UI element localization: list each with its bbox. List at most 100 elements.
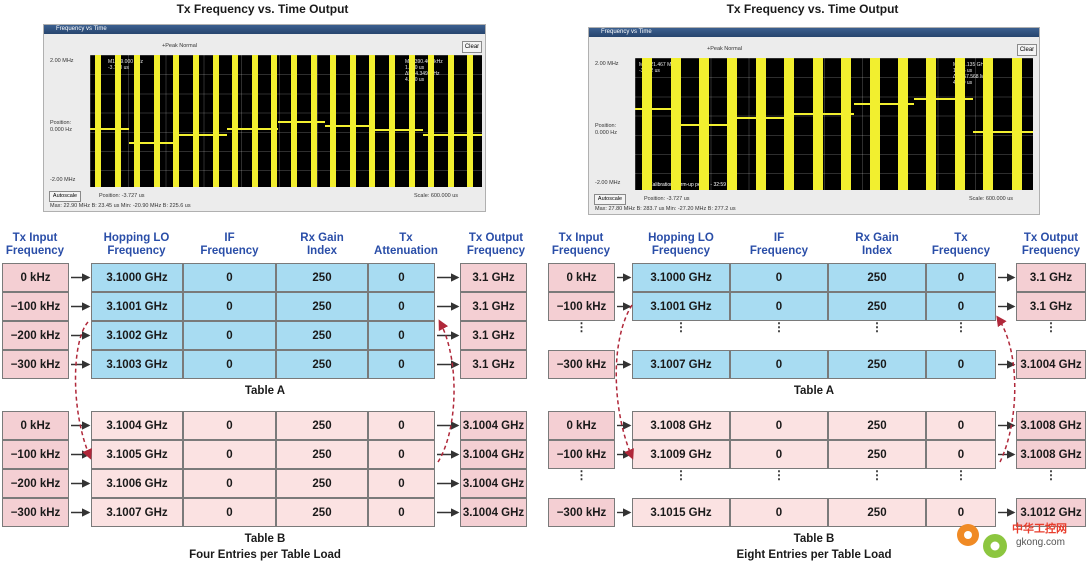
right-trace-level-segment: [674, 124, 735, 126]
right-table-a-row1-col1: 3.1001 GHz: [632, 292, 730, 321]
left-trace-hop-burst: [428, 55, 435, 187]
right-table-b-row0-col4: 0: [926, 411, 996, 440]
right-header-hopping-lo: Hopping LO Frequency: [648, 232, 714, 257]
right-header-tx-input: Tx Input Frequency: [551, 232, 611, 257]
left-table-b-row1-col1: 3.1005 GHz: [91, 440, 183, 469]
right-table-a-ellipsis-col5: ⋮: [1045, 320, 1057, 334]
right-table-b-row0-col1: 3.1008 GHz: [632, 411, 730, 440]
left-trigger-label: +Peak Normal: [162, 43, 198, 49]
right-trace-hop-burst: [784, 58, 795, 190]
right-table-a-row1-col2: 0: [730, 292, 828, 321]
left-table-a-row0-col3: 250: [276, 263, 368, 292]
left-table-a-row2-col1: 3.1002 GHz: [91, 321, 183, 350]
left-table-a-row0-col2: 0: [183, 263, 276, 292]
right-trace-level-segment: [853, 102, 914, 105]
left-table-b-row3-col3: 250: [276, 498, 368, 527]
left-table-b-row3-col2: 0: [183, 498, 276, 527]
left-scope-window: Frequency vs Time +Peak Normal Clear 2.0…: [43, 24, 486, 212]
right-table-b-row2-col0: −300 kHz: [548, 498, 615, 527]
right-table-a-ellipsis-col0: ⋮: [575, 320, 588, 334]
left-scope-titlebar: Frequency vs Time: [44, 25, 485, 34]
left-trace-level-segment: [90, 127, 130, 130]
right-table-a-ellipsis-col4: ⋮: [955, 320, 967, 334]
left-table-b-row0-col3: 250: [276, 411, 368, 440]
left-table-b-caption: Table B: [244, 533, 286, 545]
right-table-b-row2-col5: 3.1012 GHz: [1016, 498, 1086, 527]
left-table-b-row2-col1: 3.1006 GHz: [91, 469, 183, 498]
left-trace-hop-burst: [447, 55, 454, 187]
left-trace-level-segment: [325, 124, 373, 127]
left-header-rx-gain: Rx Gain Index: [300, 232, 344, 257]
right-scope-window: Frequency vs Time +Peak Normal Clear 2.0…: [588, 27, 1040, 215]
left-table-a-row0-col5: 3.1 GHz: [460, 263, 527, 292]
left-table-b-row1-col3: 250: [276, 440, 368, 469]
right-table-a-row2-col5: 3.1004 GHz: [1016, 350, 1086, 379]
left-footer: Four Entries per Table Load: [189, 549, 341, 561]
right-table-a-row2-col4: 0: [926, 350, 996, 379]
left-table-a-row3-col5: 3.1 GHz: [460, 350, 527, 379]
right-trace-hop-burst: [954, 58, 965, 190]
left-table-a-row2-col3: 250: [276, 321, 368, 350]
left-table-b-row3-col5: 3.1004 GHz: [460, 498, 527, 527]
left-table-b-row0-col1: 3.1004 GHz: [91, 411, 183, 440]
left-table-b-row2-col0: −200 kHz: [2, 469, 69, 498]
left-table-b-row0-col0: 0 kHz: [2, 411, 69, 440]
right-trace-level-segment: [913, 97, 974, 100]
right-trace-level-segment: [734, 117, 795, 120]
left-table-a-row2-col0: −200 kHz: [2, 321, 69, 350]
left-trace-level-segment: [372, 128, 424, 131]
left-trace-hop-burst: [251, 55, 258, 187]
right-trace-hop-burst: [1011, 58, 1022, 190]
left-position-label: Position:: [50, 120, 72, 126]
right-table-a-caption: Table A: [793, 385, 835, 397]
right-table-a-row2-col0: −300 kHz: [548, 350, 615, 379]
left-autoscale-button[interactable]: Autoscale: [49, 191, 81, 202]
right-table-a-ellipsis-col3: ⋮: [871, 320, 883, 334]
right-table-a-row2-col3: 250: [828, 350, 926, 379]
left-table-a-row2-col5: 3.1 GHz: [460, 321, 527, 350]
right-time-position: Position: -3.727 us: [644, 196, 690, 202]
right-trace-hop-burst: [812, 58, 823, 190]
left-clear-button[interactable]: Clear: [462, 41, 482, 53]
left-header-hopping-lo: Hopping LO Frequency: [103, 232, 170, 257]
right-table-b-row0-col3: 250: [828, 411, 926, 440]
right-title: Tx Frequency vs. Time Output: [726, 2, 899, 16]
right-footer: Eight Entries per Table Load: [736, 549, 892, 561]
right-scope-window-title: Frequency vs Time: [601, 29, 652, 35]
right-clear-button[interactable]: Clear: [1017, 44, 1037, 56]
right-trace-hop-burst: [983, 58, 994, 190]
left-table-a-row3-col0: −300 kHz: [2, 350, 69, 379]
left-trace-level-segment: [278, 121, 326, 123]
left-trace-hop-burst: [388, 55, 395, 187]
left-table-b-row0-col2: 0: [183, 411, 276, 440]
right-table-b-caption: Table B: [793, 533, 835, 545]
left-trace-hop-burst: [330, 55, 337, 187]
left-table-a-row3-col1: 3.1003 GHz: [91, 350, 183, 379]
right-time-scale: Scale: 600.000 us: [969, 196, 1014, 202]
right-table-a-row0-col0: 0 kHz: [548, 263, 615, 292]
right-table-b-ellipsis-col2: ⋮: [773, 468, 785, 482]
left-table-b-row2-col4: 0: [368, 469, 435, 498]
left-table-a-row1-col1: 3.1001 GHz: [91, 292, 183, 321]
right-dashed-arrow-a-to-b: [615, 304, 634, 460]
left-table-a-row3-col4: 0: [368, 350, 435, 379]
right-table-b-row0-col0: 0 kHz: [548, 411, 615, 440]
right-table-b-row1-col3: 250: [828, 440, 926, 469]
right-trace-hop-burst: [869, 58, 880, 190]
left-dashed-arrow-a-to-b: [74, 321, 92, 460]
right-y-top-label: 2.00 MHz: [595, 61, 619, 67]
right-table-a-row2-col1: 3.1007 GHz: [632, 350, 730, 379]
right-trace-level-segment: [973, 130, 1033, 133]
left-trace-hop-burst: [349, 55, 356, 187]
right-scope-plot: M1: -21.467 MHz -3.722 us M2: 1.135 GHz …: [635, 58, 1033, 190]
right-table-a-ellipsis-col1: ⋮: [675, 320, 687, 334]
left-trace-level-segment: [176, 134, 228, 137]
left-table-b-row3-col0: −300 kHz: [2, 498, 69, 527]
left-trace-hop-burst: [153, 55, 160, 187]
right-trace-hop-burst: [755, 58, 766, 190]
left-table-a-row0-col0: 0 kHz: [2, 263, 69, 292]
right-table-b-row1-col1: 3.1009 GHz: [632, 440, 730, 469]
gear-logo-icon: [957, 524, 1007, 558]
right-autoscale-button[interactable]: Autoscale: [594, 194, 626, 205]
left-table-a-row2-col2: 0: [183, 321, 276, 350]
